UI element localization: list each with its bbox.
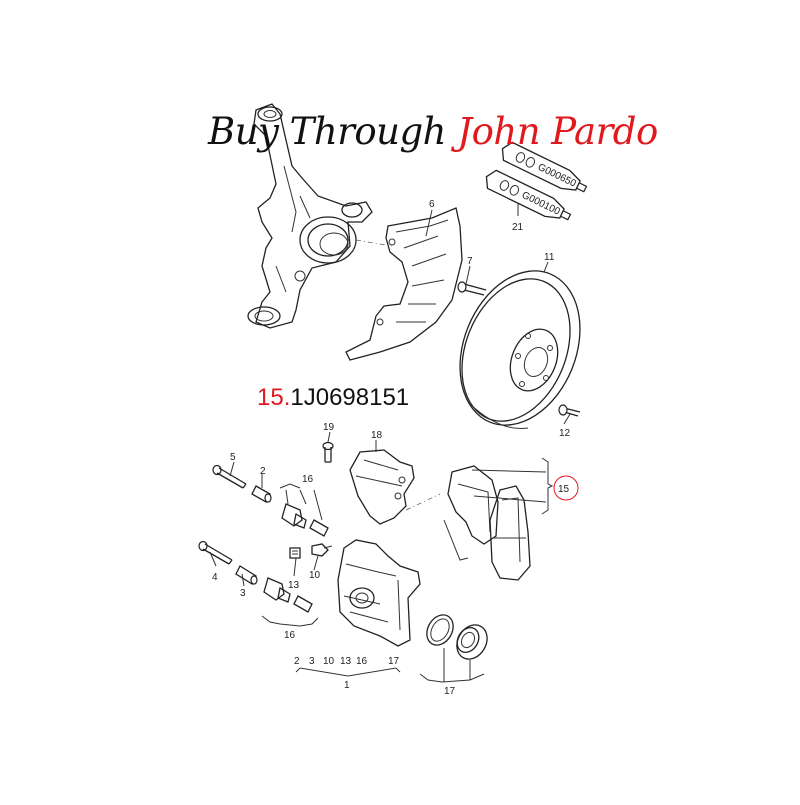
- assembly-item-2: 3: [309, 656, 315, 667]
- bleed-valve: [289, 547, 301, 559]
- callout-16-lower: 16: [284, 630, 296, 641]
- part-code: 1J0698151: [290, 384, 410, 411]
- banner-text-dark: Buy Through: [208, 110, 447, 153]
- caliper-housing: [337, 539, 421, 647]
- callout-6: 6: [429, 199, 435, 210]
- callout-7: 7: [467, 256, 473, 267]
- part-index: 15.: [257, 384, 291, 411]
- brace-15: [541, 457, 554, 515]
- assembly-item-4: 13: [340, 656, 352, 667]
- callout-17: 17: [444, 686, 456, 697]
- callout-5: 5: [230, 452, 236, 463]
- guide-sleeve-3: [235, 565, 258, 585]
- callout-13: 13: [288, 580, 300, 591]
- assembly-item-5: 16: [356, 656, 368, 667]
- guide-bolt-4: [198, 540, 233, 565]
- assembly-item-3: 10: [323, 656, 335, 667]
- callout-12: 12: [559, 428, 571, 439]
- leader-lines: [209, 204, 571, 683]
- highlighted-part-number: 15.1J0698151: [257, 384, 409, 412]
- steering-knuckle: [247, 103, 373, 329]
- guide-sleeve-2: [251, 485, 272, 503]
- banner-text-red: John Pardo: [457, 110, 658, 153]
- bolt-12: [558, 404, 581, 417]
- brake-disc: [459, 270, 581, 429]
- callout-10: 10: [309, 570, 321, 581]
- svg-text:G000100: G000100: [520, 190, 562, 218]
- guide-bolt-5: [212, 464, 247, 489]
- boot-set-upper: [281, 503, 329, 537]
- assembly-item-6: 17: [388, 656, 400, 667]
- callout-15: 15: [558, 484, 570, 495]
- callout-1: 1: [344, 680, 350, 691]
- brake-pad-inner: [443, 465, 499, 561]
- piston-seal: [426, 614, 454, 646]
- callout-11: 11: [544, 252, 555, 263]
- callout-18: 18: [371, 430, 383, 441]
- bolt-19: [322, 441, 334, 463]
- caliper-bracket: [349, 449, 415, 525]
- callout-2: 2: [260, 466, 266, 477]
- highlight-ring: [553, 475, 579, 501]
- callout-3: 3: [240, 588, 246, 599]
- piston: [456, 624, 488, 660]
- callout-numbers: 6 7 11 12 21 19 18 15 5 2 16 4 3 13 10 1…: [212, 199, 571, 697]
- callout-19: 19: [323, 422, 335, 433]
- bolt-7: [457, 281, 487, 296]
- dust-cap: [311, 543, 333, 557]
- callout-16-upper: 16: [302, 474, 314, 485]
- boot-set-lower: [263, 577, 313, 613]
- callout-4: 4: [212, 572, 218, 583]
- assembly-item-1: 2: [294, 656, 300, 667]
- svg-text:G000650: G000650: [536, 162, 578, 190]
- brake-pad-outer: [489, 485, 531, 581]
- callout-21: 21: [512, 222, 524, 233]
- pad-leader: [471, 469, 547, 503]
- purchase-banner: Buy Through John Pardo: [208, 110, 658, 153]
- splash-shield: [345, 207, 463, 361]
